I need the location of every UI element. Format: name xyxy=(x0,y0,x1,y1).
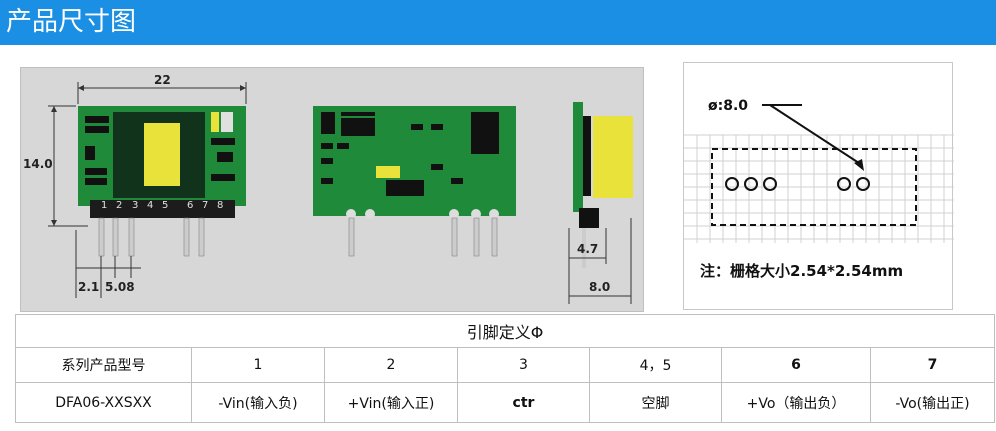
cell-pin-7: -Vo(输出正) xyxy=(870,382,995,423)
header-pin-1: 1 xyxy=(191,347,325,383)
cell-pin-6: +Vo（输出负） xyxy=(721,382,871,423)
dim-side-lead-label: 4.7 xyxy=(577,242,598,256)
pin-label-8: 8 xyxy=(217,200,223,211)
table-title-row: 引脚定义Φ xyxy=(15,314,995,348)
dim-pin-offset-label: 2.1 xyxy=(78,280,99,294)
dimension-drawing-panel: 1 2 3 4 5 6 7 8 xyxy=(20,67,644,312)
hole-diameter-label: ø:8.0 xyxy=(708,98,748,114)
pin-label-7: 7 xyxy=(202,200,208,211)
transformer-core xyxy=(144,123,180,186)
header-pin-3: 3 xyxy=(457,347,590,383)
pcb-side-view xyxy=(573,102,583,212)
cell-pin-4-5: 空脚 xyxy=(589,382,722,423)
pin-label-2: 2 xyxy=(116,200,122,211)
pin-header xyxy=(90,200,235,218)
pin-label-6: 6 xyxy=(187,200,193,211)
pin-label-5: 5 xyxy=(162,200,168,211)
dim-height-label: 14.0 xyxy=(23,157,53,171)
dim-width-label: 22 xyxy=(154,73,171,87)
header-pin-6: 6 xyxy=(721,347,871,383)
section-title: 产品尺寸图 xyxy=(6,7,137,37)
cell-pin-1: -Vin(输入负) xyxy=(191,382,325,423)
header-pin-7: 7 xyxy=(870,347,995,383)
cell-model: DFA06-XXSXX xyxy=(15,382,192,423)
pin-label-3: 3 xyxy=(132,200,138,211)
pin-definition-table: 引脚定义Φ 系列产品型号 1 2 3 4，5 6 7 DFA06-XXSXX -… xyxy=(15,314,995,423)
dim-pin-pitch-label: 5.08 xyxy=(105,280,135,294)
header-pin-2: 2 xyxy=(324,347,458,383)
header-model: 系列产品型号 xyxy=(15,347,192,383)
transformer-side xyxy=(593,116,633,198)
dimension-drawing: 1 2 3 4 5 6 7 8 xyxy=(23,73,633,304)
module-outline xyxy=(711,148,917,226)
header-pin-4-5: 4，5 xyxy=(589,347,722,383)
section-header: 产品尺寸图 xyxy=(0,0,996,45)
pcb-layout-panel: ø:8.0 注：栅格大小2.54*2.54mm xyxy=(683,62,954,310)
pin-label-1: 1 xyxy=(101,200,107,211)
table-row: DFA06-XXSXX -Vin(输入负) +Vin(输入正) ctr 空脚 +… xyxy=(15,382,995,423)
dim-side-thickness-label: 8.0 xyxy=(589,280,610,294)
pcb-layout-drawing: ø:8.0 注：栅格大小2.54*2.54mm xyxy=(684,98,954,280)
cell-pin-2: +Vin(输入正) xyxy=(324,382,458,423)
grid-size-note: 注：栅格大小2.54*2.54mm xyxy=(700,262,903,280)
grid-lines xyxy=(684,134,954,243)
cell-pin-3: ctr xyxy=(457,382,590,423)
hole-pointer xyxy=(769,104,863,166)
table-title: 引脚定义Φ xyxy=(15,314,995,348)
table-header-row: 系列产品型号 1 2 3 4，5 6 7 xyxy=(15,347,995,383)
pin-label-4: 4 xyxy=(147,200,153,211)
